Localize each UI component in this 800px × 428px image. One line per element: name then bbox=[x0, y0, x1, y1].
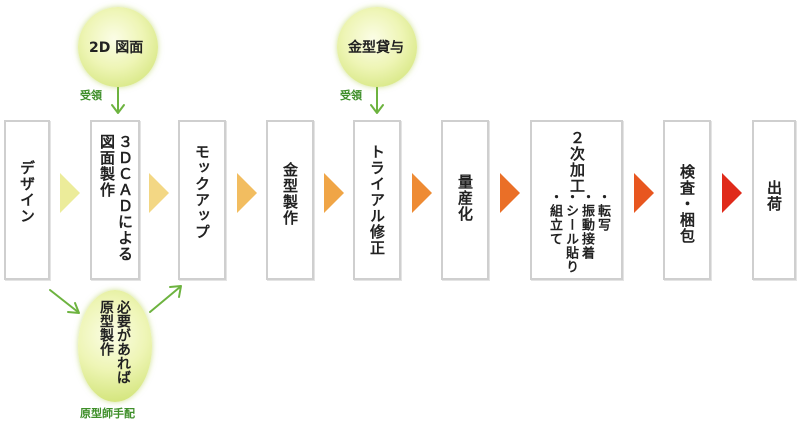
arrowhead-prototype-in bbox=[67, 302, 80, 314]
step-mold-box: 金型製作 bbox=[266, 120, 314, 280]
process-arrow-5 bbox=[412, 173, 432, 213]
arrowhead-prototype-out bbox=[169, 285, 182, 298]
step-inspection-label: 検査・梱包 bbox=[678, 164, 696, 244]
prototype-label: 必要があれば 原型製作 bbox=[98, 300, 131, 384]
moldloan-received-label: 受領 bbox=[340, 89, 362, 102]
arrowhead-2d bbox=[111, 104, 125, 114]
step-design-label: デザイン bbox=[18, 160, 36, 224]
step-mockup-box: モックアップ bbox=[178, 120, 226, 280]
step-massprod-box: 量産化 bbox=[441, 120, 489, 280]
step-trial-label: トライアル修正 bbox=[368, 144, 386, 256]
moldloan-label: 金型貸与 bbox=[348, 40, 404, 56]
arrowhead-moldloan bbox=[370, 104, 384, 114]
drawing2d-received-label: 受領 bbox=[80, 89, 102, 102]
moldloan-circle bbox=[337, 7, 417, 87]
process-arrow-8 bbox=[722, 173, 742, 213]
process-arrow-1 bbox=[60, 173, 80, 213]
connector-prototype-to-mockup bbox=[149, 286, 181, 313]
process-arrow-6 bbox=[500, 173, 520, 213]
drawing2d-circle bbox=[78, 7, 158, 87]
step-shipping-label: 出荷 bbox=[765, 180, 783, 212]
connector-design-to-prototype bbox=[49, 289, 79, 313]
prototype-sculptor-label: 原型師手配 bbox=[80, 407, 135, 420]
step-shipping-box: 出荷 bbox=[752, 120, 796, 280]
process-arrow-3 bbox=[237, 173, 257, 213]
step-massprod-label: 量産化 bbox=[456, 174, 474, 222]
step-3dcad-label: ３ＤＣＡＤによる 図面製作 bbox=[98, 134, 134, 262]
process-arrow-4 bbox=[324, 173, 344, 213]
step-mold-label: 金型製作 bbox=[281, 162, 299, 226]
step-mockup-label: モックアップ bbox=[193, 144, 211, 240]
step-3dcad-box: ３ＤＣＡＤによる 図面製作 bbox=[90, 120, 140, 280]
step-inspection-box: 検査・梱包 bbox=[663, 120, 711, 280]
step-secondary-box: ２次加工 ・転写 ・振動接着 ・シール貼り ・組立て bbox=[530, 120, 623, 280]
drawing2d-label: 2D 図面 bbox=[89, 40, 144, 56]
step-trial-box: トライアル修正 bbox=[353, 120, 401, 280]
process-arrow-2 bbox=[149, 173, 169, 213]
step-secondary-title: ２次加工 bbox=[568, 130, 586, 194]
process-arrow-7 bbox=[634, 173, 654, 213]
prototype-ellipse bbox=[78, 290, 152, 402]
step-secondary-list: ・転写 ・振動接着 ・シール貼り ・組立て bbox=[547, 190, 610, 274]
step-design-box: デザイン bbox=[4, 120, 50, 280]
